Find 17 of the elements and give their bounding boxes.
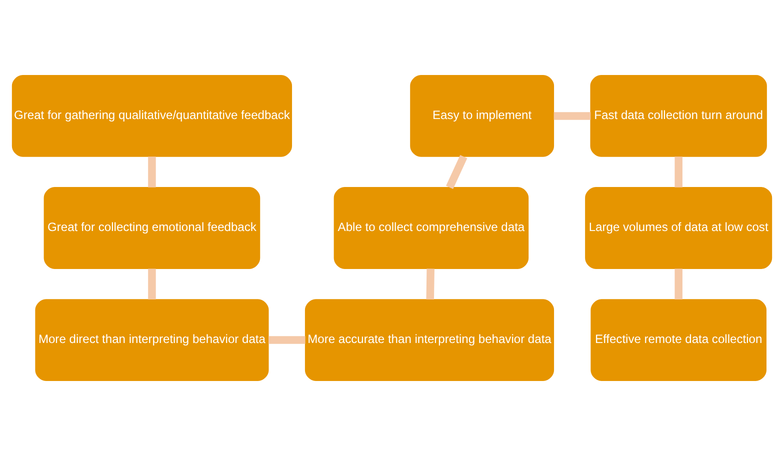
- connector: [674, 268, 682, 299]
- connector: [554, 112, 591, 120]
- node-box: Great for collecting emotional feedback: [44, 186, 260, 268]
- node-box: Effective remote data collection: [590, 298, 766, 380]
- connector: [268, 336, 306, 344]
- node-box: Great for gathering qualitative/quantitative feedback: [12, 74, 292, 156]
- connector: [148, 156, 156, 187]
- node-box: More accurate than interpreting behavior data: [304, 298, 554, 380]
- connector: [426, 268, 434, 299]
- node-box: Large volumes of data at low cost: [585, 186, 772, 268]
- connector: [674, 156, 682, 187]
- connector: [446, 154, 468, 188]
- node-box: Able to collect comprehensive data: [334, 186, 529, 268]
- node-box: More direct than interpreting behavior data: [35, 298, 269, 380]
- node-box: Easy to implement: [410, 74, 554, 156]
- node-box: Fast data collection turn around: [590, 74, 767, 156]
- connector: [148, 268, 156, 299]
